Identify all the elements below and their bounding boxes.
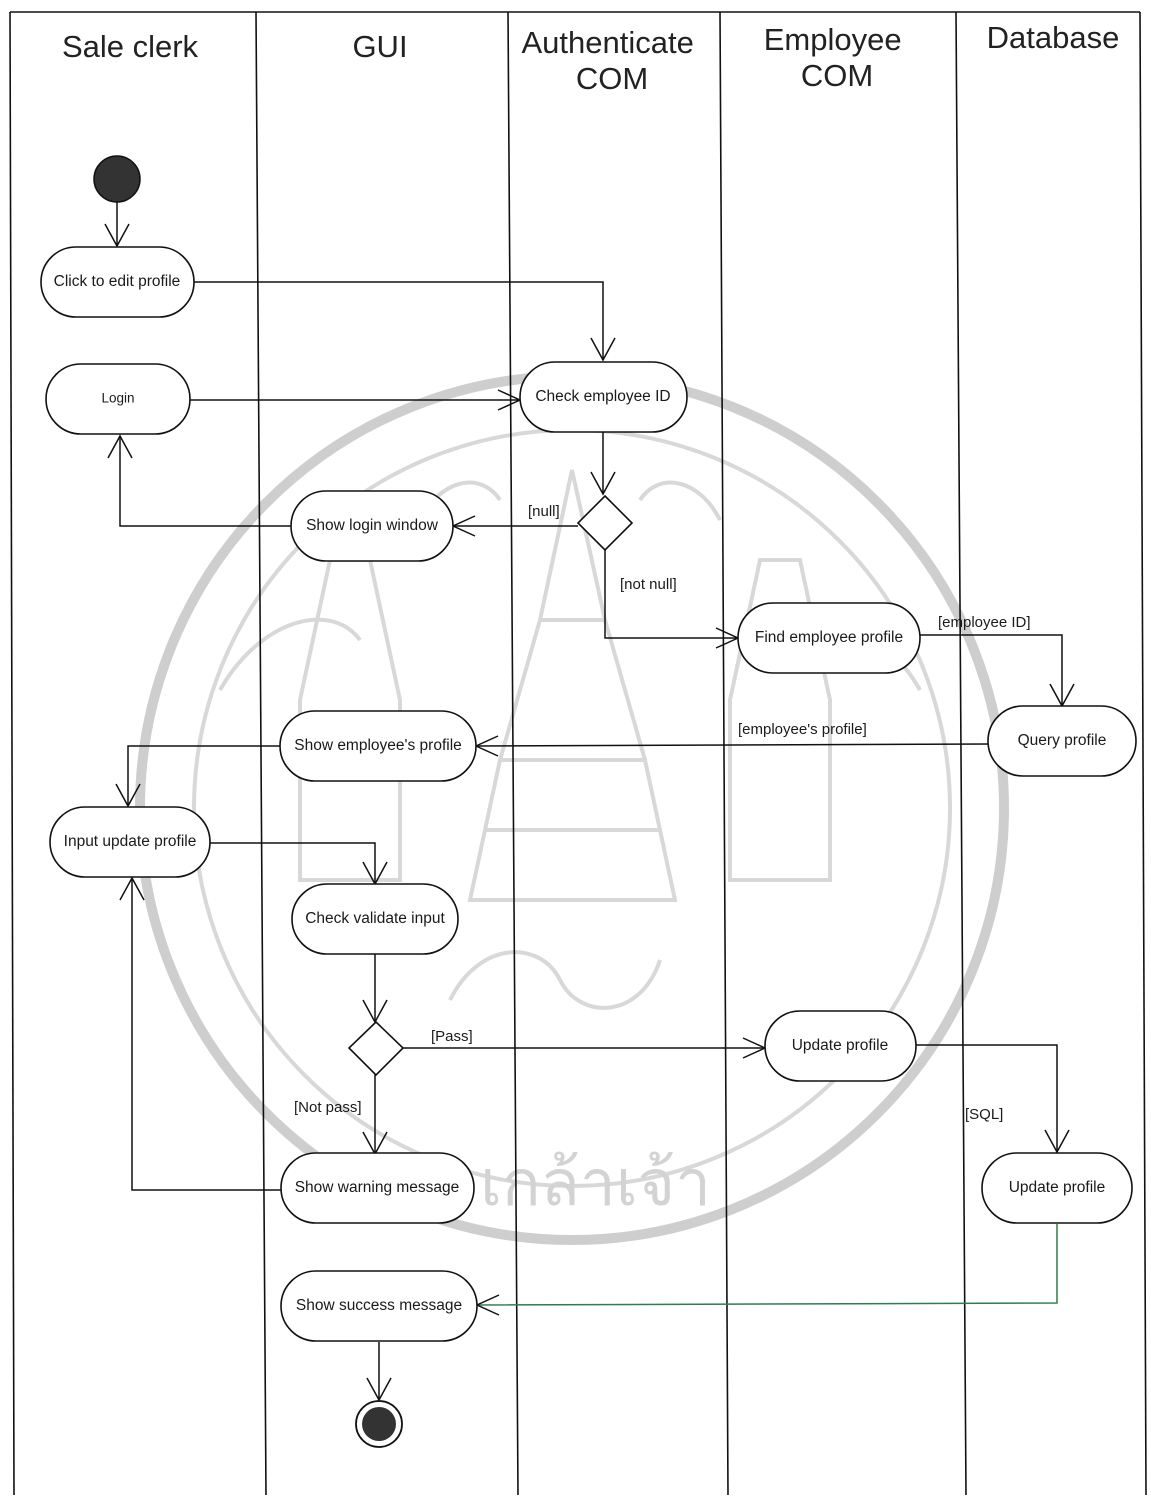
guard-not-pass: [Not pass] (294, 1099, 362, 1116)
activity-show-success-message: Show success message (280, 1270, 478, 1342)
activity-label: Show warning message (295, 1179, 460, 1196)
activity-label: Login (101, 391, 134, 406)
activity-login: Login (45, 363, 191, 435)
lane-title-employee-com: Employee COM (764, 22, 910, 93)
lane-titles: Sale clerk GUI Authenticate COM Employee… (62, 20, 1119, 96)
flow-decision-to-find-profile (604, 550, 738, 639)
start-node (93, 155, 141, 203)
activity-find-employee-profile: Find employee profile (737, 602, 921, 674)
end-node (355, 1400, 403, 1448)
guard-null: [null] (528, 503, 560, 520)
flow-update-emp-to-update-db (916, 1044, 1058, 1152)
swimlanes (9, 11, 1147, 1496)
guard-employees-profile: [employee's profile] (738, 721, 867, 738)
lane-title-authenticate-com: Authenticate COM (522, 25, 703, 96)
activity-click-to-edit-profile: Click to edit profile (40, 246, 195, 318)
watermark-text: เกล้าเจ้า (480, 1147, 711, 1221)
guard-employee-id: [employee ID] (938, 614, 1031, 631)
activity-check-employee-id: Check employee ID (519, 361, 688, 433)
flow-click-edit-to-check-id (194, 281, 604, 360)
flow-find-profile-to-query (920, 634, 1063, 706)
decision-node-validate (347, 1020, 405, 1077)
lane-title-sale-clerk: Sale clerk (62, 29, 199, 64)
activity-label: Click to edit profile (54, 273, 181, 290)
lane-title-database: Database (987, 20, 1120, 55)
activity-input-update-profile: Input update profile (49, 806, 211, 878)
activity-label: Input update profile (64, 833, 197, 850)
activity-label: Show success message (296, 1297, 462, 1314)
activity-show-warning-message: Show warning message (280, 1152, 475, 1224)
decision-node-id-check (576, 494, 634, 552)
guard-not-null: [not null] (620, 576, 677, 593)
activity-label: Update profile (1009, 1179, 1106, 1196)
activity-show-employees-profile: Show employee's profile (279, 710, 477, 782)
activity-update-profile-database: Update profile (981, 1152, 1133, 1224)
activity-label: Check employee ID (535, 388, 670, 405)
lane-title-gui: GUI (352, 29, 407, 64)
flow-input-to-check-validate (210, 842, 376, 884)
flow-update-db-to-show-success (476, 1224, 1058, 1306)
activity-label: Query profile (1018, 732, 1107, 749)
activity-label: Show employee's profile (294, 737, 462, 754)
watermark-seal: เกล้าเจ้า (135, 371, 1009, 1245)
activity-check-validate-input: Check validate input (291, 883, 459, 955)
flow-show-login-to-login (119, 436, 291, 527)
activity-label: Find employee profile (755, 629, 903, 646)
activity-label: Show login window (306, 517, 439, 534)
flow-show-warning-to-input (131, 878, 281, 1191)
activity-update-profile-employee: Update profile (764, 1010, 917, 1082)
activity-show-login-window: Show login window (290, 490, 454, 562)
guard-sql: [SQL] (965, 1106, 1003, 1123)
guard-labels: [null] [not null] [employee ID] [employe… (294, 503, 1031, 1123)
guard-pass: [Pass] (431, 1028, 473, 1045)
activity-query-profile: Query profile (987, 705, 1137, 777)
flows (104, 202, 1075, 1402)
flow-query-to-show-emp-profile (475, 743, 991, 747)
activity-label: Update profile (792, 1037, 889, 1054)
flow-show-emp-profile-to-input (127, 745, 280, 806)
activity-label: Check validate input (305, 910, 445, 927)
